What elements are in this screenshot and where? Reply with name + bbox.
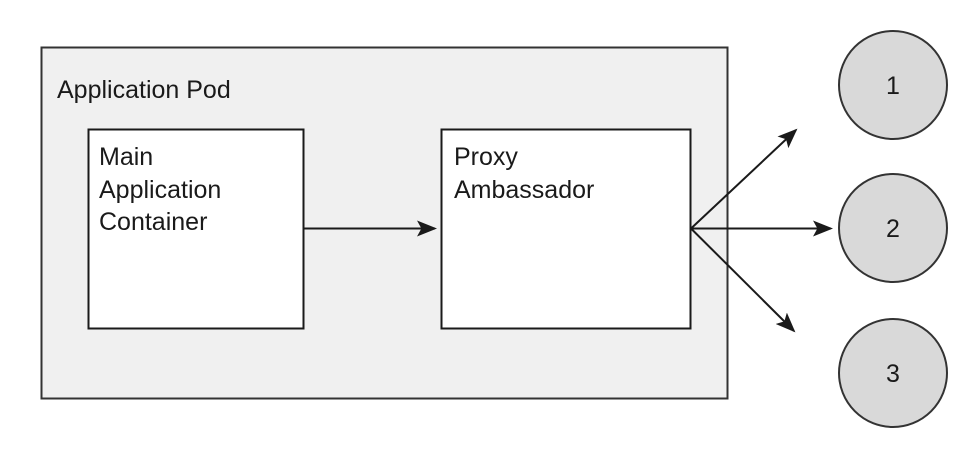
arrow-proxy-to-endpoint-3 <box>690 227 796 333</box>
endpoint-3-circle <box>838 318 948 428</box>
proxy-ambassador-container-box <box>440 128 692 330</box>
endpoint-1-circle <box>838 30 948 140</box>
arrow-proxy-to-endpoint-1 <box>690 128 798 230</box>
endpoint-2-circle <box>838 173 948 283</box>
main-application-container-box <box>87 128 305 330</box>
